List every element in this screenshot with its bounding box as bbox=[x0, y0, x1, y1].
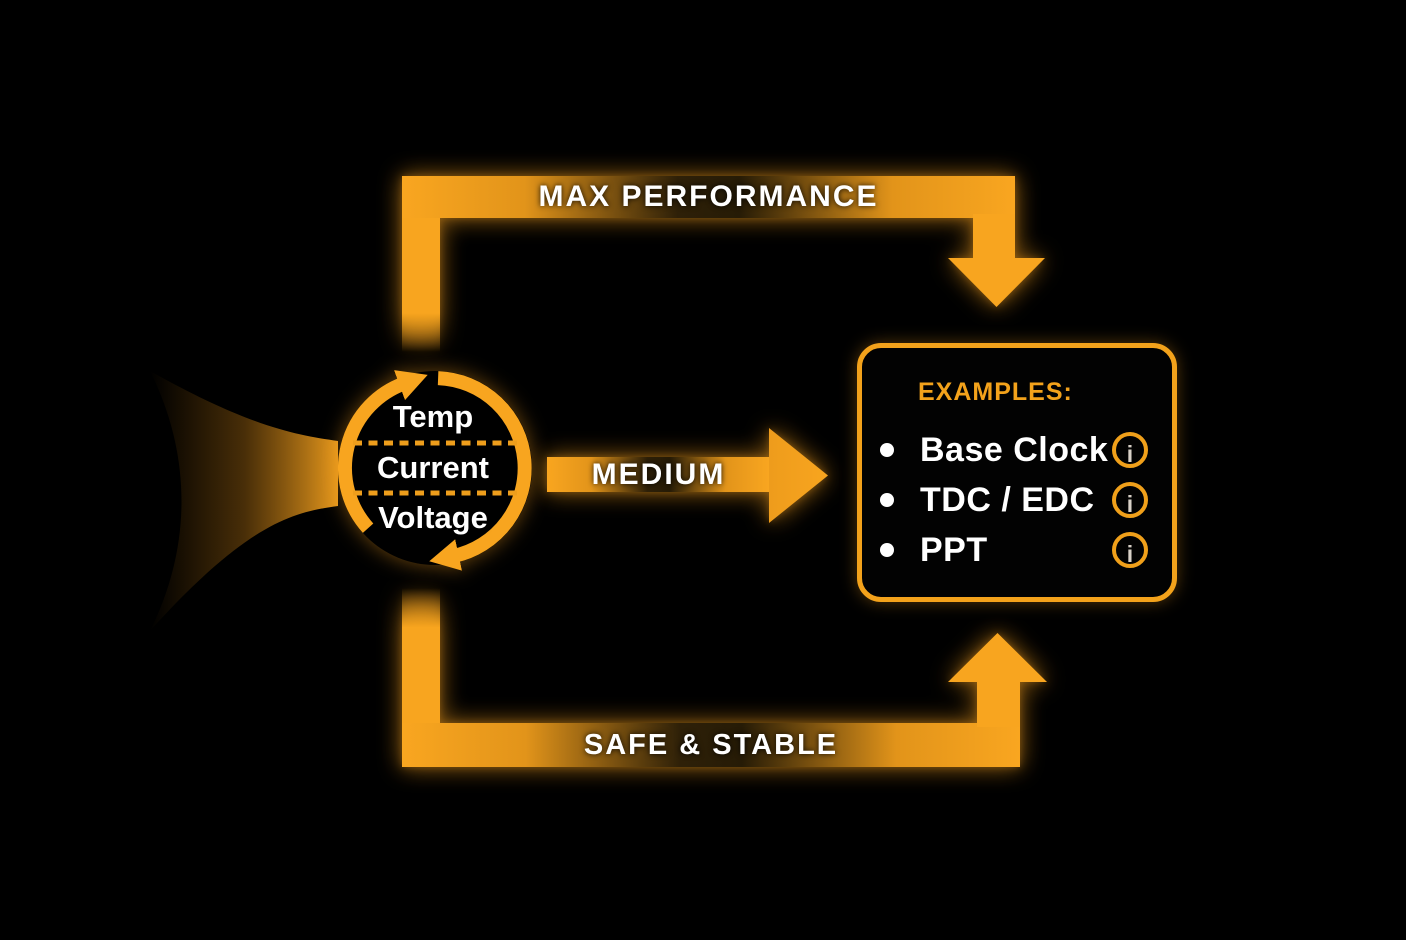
beam-shape bbox=[150, 371, 338, 631]
examples-heading: EXAMPLES: bbox=[918, 378, 1073, 406]
info-icon[interactable]: i bbox=[1112, 432, 1148, 468]
bullet-icon bbox=[880, 493, 894, 507]
max-path-right-segment bbox=[973, 214, 1015, 259]
cycle-arc-right-arrow-icon bbox=[429, 371, 532, 571]
current-label: Current bbox=[377, 450, 489, 485]
input-beam-glow bbox=[150, 371, 338, 631]
info-icon[interactable]: i bbox=[1112, 532, 1148, 568]
voltage-label: Voltage bbox=[378, 500, 488, 535]
info-icon[interactable]: i bbox=[1112, 482, 1148, 518]
max-path-arrowhead-icon bbox=[948, 258, 1045, 307]
example-label-tdc-edc: TDC / EDC bbox=[920, 480, 1095, 519]
bullet-icon bbox=[880, 543, 894, 557]
bullet-icon bbox=[880, 443, 894, 457]
medium-arrowhead-icon bbox=[769, 428, 828, 523]
max-path-top-bar: MAX PERFORMANCE bbox=[402, 176, 1015, 218]
example-row-ppt: PPT i bbox=[875, 527, 1160, 573]
max-performance-label: MAX PERFORMANCE bbox=[538, 180, 879, 213]
medium-shaft: MEDIUM bbox=[547, 457, 770, 492]
safe-path-right-segment bbox=[977, 680, 1020, 727]
examples-panel: EXAMPLES: Base Clock i TDC / EDC i PPT i bbox=[857, 343, 1177, 602]
example-label-base-clock: Base Clock bbox=[920, 430, 1109, 469]
cycle-backdrop bbox=[338, 371, 532, 565]
safe-path-arrowhead-icon bbox=[948, 633, 1047, 682]
sensor-cycle bbox=[338, 370, 532, 571]
safe-path-bottom-bar: SAFE & STABLE bbox=[402, 723, 1020, 767]
example-row-base-clock: Base Clock i bbox=[875, 427, 1160, 473]
temp-label: Temp bbox=[392, 399, 474, 434]
example-row-tdc-edc: TDC / EDC i bbox=[875, 477, 1160, 523]
safe-stable-label: SAFE & STABLE bbox=[583, 728, 839, 761]
example-label-ppt: PPT bbox=[920, 530, 988, 569]
medium-label: MEDIUM bbox=[591, 457, 726, 491]
cycle-arc-left-arrow-icon bbox=[338, 370, 428, 533]
